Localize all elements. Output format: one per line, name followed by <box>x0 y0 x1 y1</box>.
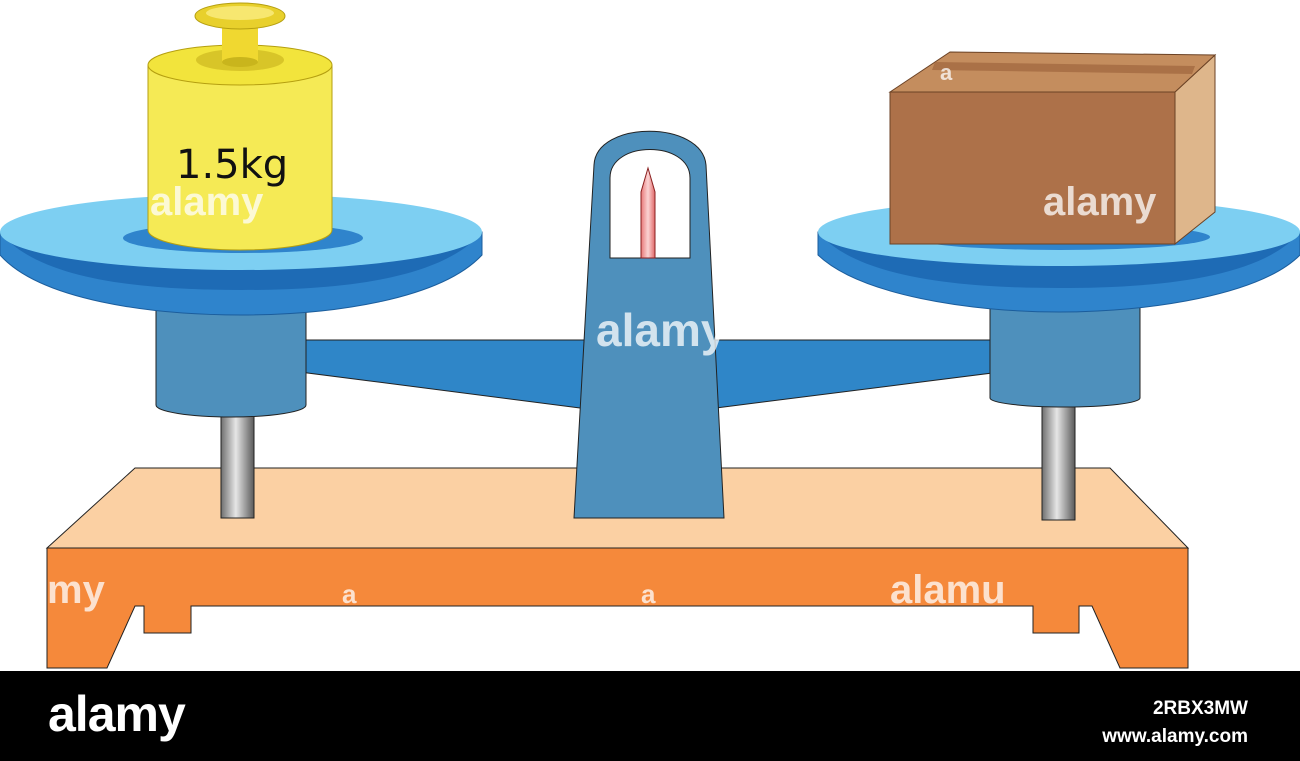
stock-footer: alamy 2RBX3MW www.alamy.com <box>0 671 1300 761</box>
center-column <box>573 130 725 519</box>
left-support-rod <box>220 404 255 519</box>
watermark-text: alamu <box>890 568 1006 612</box>
balance-scale-illustration: 1.5kg alamy alamy alamy alamu my a a a <box>0 2 1300 669</box>
needle <box>640 166 656 259</box>
watermarks: alamy alamy alamy alamu my a a a <box>47 60 1157 612</box>
left-pan-cup <box>155 304 307 418</box>
cardboard-box <box>888 51 1217 246</box>
watermark-text: alamy <box>150 180 264 224</box>
watermark-text: my <box>47 568 106 612</box>
base-front-with-legs <box>46 547 1189 669</box>
stock-info: 2RBX3MW www.alamy.com <box>1102 695 1248 751</box>
site-url: www.alamy.com <box>1102 726 1248 747</box>
weight-label: 1.5kg <box>176 142 288 188</box>
alamy-logo: alamy <box>48 686 186 742</box>
right-pan-cup <box>989 299 1141 408</box>
watermark-text: a <box>342 579 357 609</box>
right-support-rod <box>1041 395 1076 521</box>
weight-1-5kg: 1.5kg <box>147 2 333 251</box>
image-id: 2RBX3MW <box>1152 698 1248 719</box>
watermark-text: a <box>641 579 656 609</box>
watermark-text: alamy <box>596 304 727 356</box>
watermark-text: alamy <box>1043 180 1157 224</box>
watermark-text: a <box>940 60 953 85</box>
